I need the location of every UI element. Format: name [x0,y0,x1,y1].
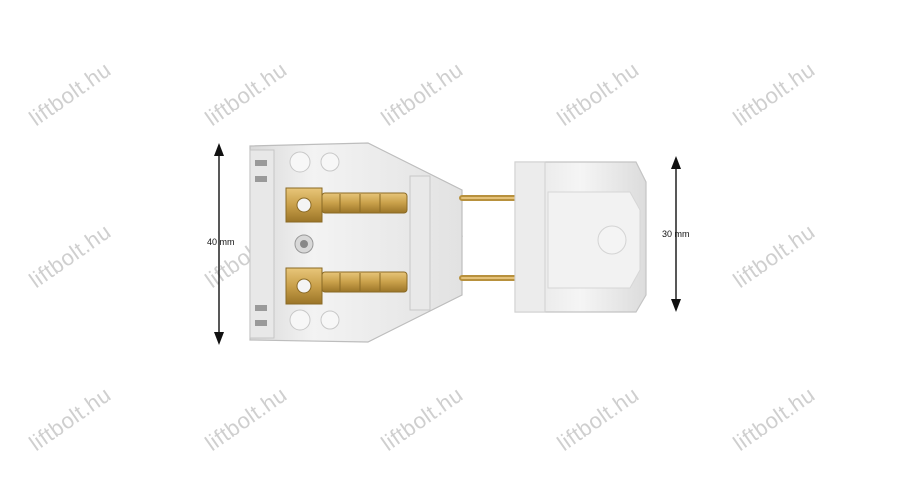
height-label-right: 30 mm [662,229,690,239]
height-arrow-right [671,156,681,312]
height-arrow-left [214,143,224,345]
plug-housing [514,161,647,313]
contact-block-icon [249,142,463,343]
height-label-left: 40 mm [207,237,235,247]
